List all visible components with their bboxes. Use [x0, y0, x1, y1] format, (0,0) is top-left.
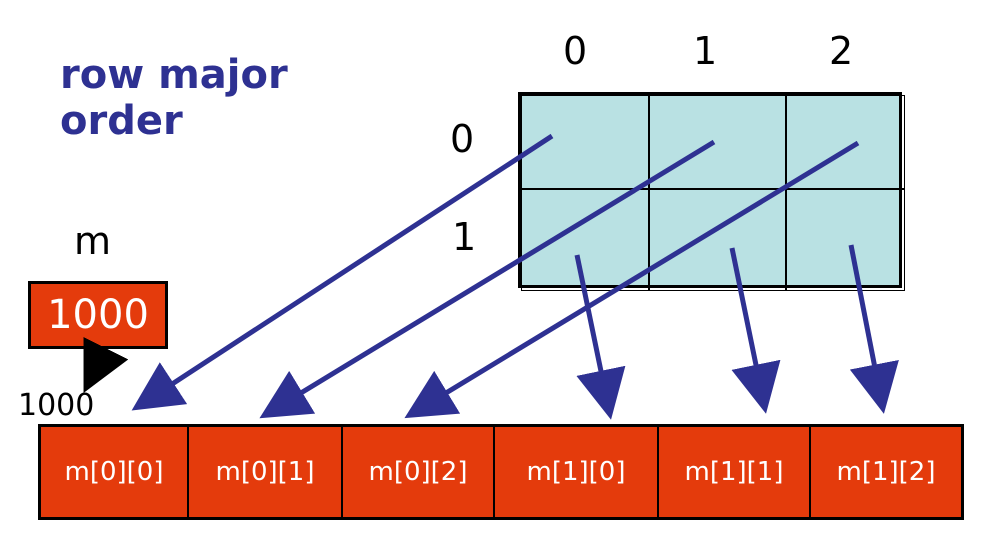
- arrow-m10: [574, 254, 626, 420]
- matrix-cell-0-0: [521, 95, 649, 189]
- memory-row: m[0][0] m[0][1] m[0][2] m[1][0] m[1][1] …: [38, 424, 964, 520]
- arrow-m11: [729, 247, 781, 414]
- pointer-value: 1000: [47, 292, 149, 338]
- memory-cell-0: m[0][0]: [64, 457, 164, 487]
- matrix-cell-1-1: [649, 189, 786, 291]
- pointer-box: 1000: [28, 281, 168, 349]
- arrow-m02: [404, 140, 860, 419]
- title-line-2: order: [60, 98, 183, 144]
- memory-cell-5: m[1][2]: [809, 427, 961, 517]
- row-label-0: 0: [450, 117, 475, 161]
- memory-start-address: 1000: [18, 388, 95, 423]
- matrix-cell-0-2: [786, 95, 905, 189]
- col-label-2: 2: [829, 29, 854, 73]
- arrow-m12: [848, 244, 899, 414]
- matrix-cell-0-1: [649, 95, 786, 189]
- title-line-1: row major: [60, 52, 288, 98]
- memory-cell-2: m[0][2]: [341, 427, 493, 517]
- arrow-m00: [131, 133, 554, 411]
- matrix-cell-1-2: [786, 189, 905, 291]
- col-label-0: 0: [563, 29, 588, 73]
- diagram-title: row major order: [60, 52, 288, 144]
- memory-cell-4: m[1][1]: [657, 427, 809, 517]
- pointer-arrow: [83, 337, 129, 393]
- arrow-m01: [259, 139, 716, 419]
- col-label-1: 1: [693, 29, 718, 73]
- matrix-grid: [518, 92, 905, 291]
- memory-cell-1: m[0][1]: [187, 427, 341, 517]
- variable-name: m: [74, 219, 112, 263]
- memory-cell-3: m[1][0]: [493, 427, 657, 517]
- row-label-1: 1: [452, 215, 477, 259]
